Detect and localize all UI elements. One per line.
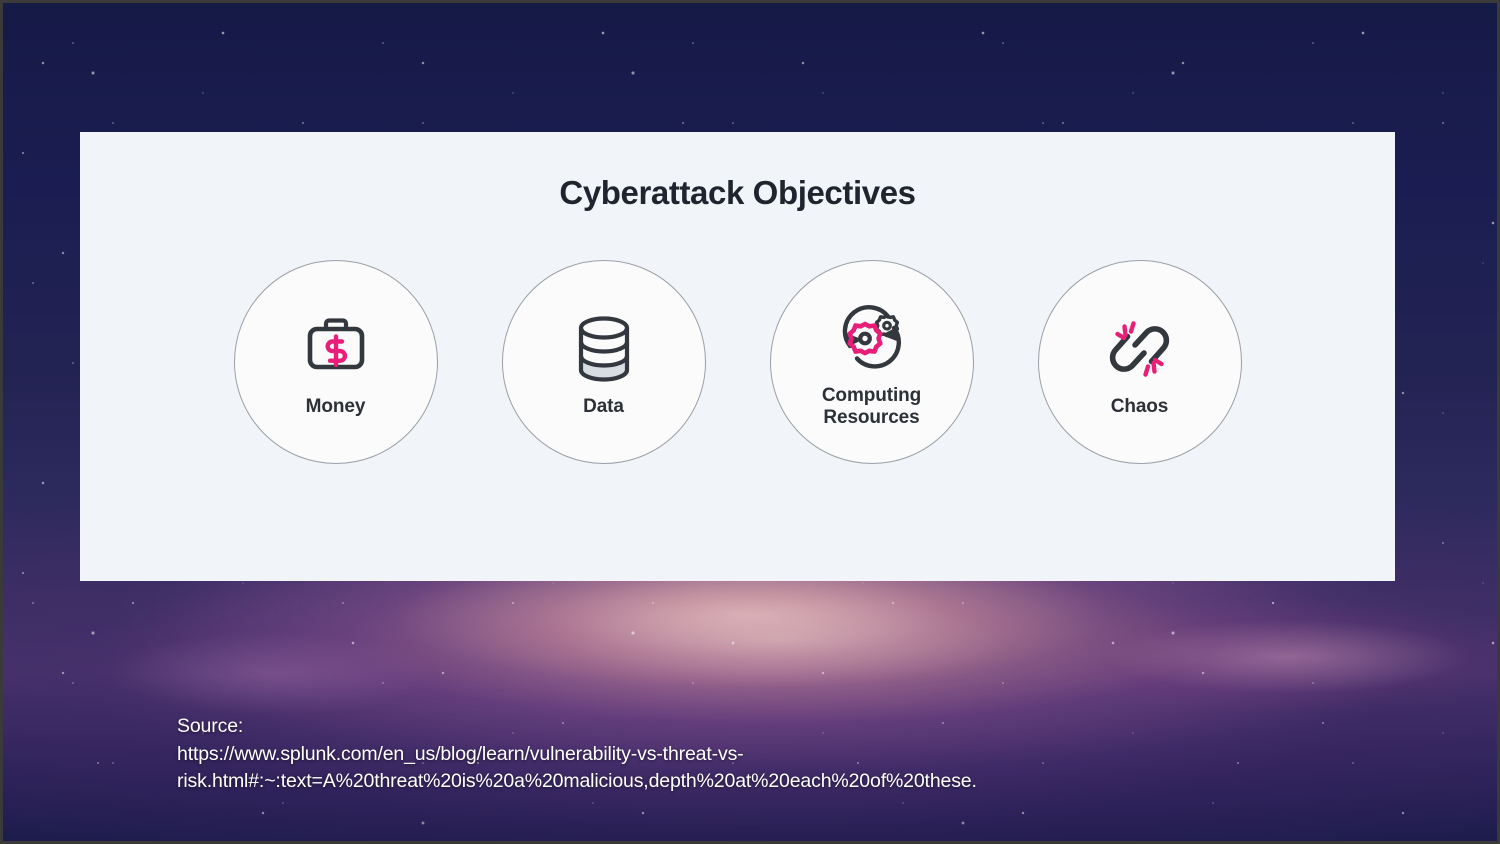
source-url[interactable]: https://www.splunk.com/en_us/blog/learn/…	[177, 742, 977, 793]
objective-item-money[interactable]: Money	[233, 260, 438, 464]
objective-label: Data	[583, 395, 624, 417]
briefcase-dollar-icon	[293, 306, 379, 392]
source-label: Source:	[177, 715, 244, 737]
broken-chain-icon	[1097, 306, 1183, 392]
objective-item-chaos[interactable]: Chaos	[1037, 260, 1242, 464]
objective-item-data[interactable]: Data	[501, 260, 706, 464]
database-cylinder-icon	[561, 306, 647, 392]
page-title: Cyberattack Objectives	[559, 174, 916, 211]
objective-label: Money	[305, 395, 366, 417]
gears-refresh-icon	[829, 295, 915, 381]
objectives-list: Money Data	[80, 260, 1395, 464]
objective-label: Computing Resources	[821, 384, 922, 428]
objectives-card: Cyberattack Objectives Money	[80, 132, 1395, 581]
source-caption: Source: https://www.splunk.com/en_us/blo…	[177, 713, 1317, 796]
objective-label: Chaos	[1110, 395, 1169, 417]
objective-item-computing-resources[interactable]: Computing Resources	[769, 260, 974, 464]
